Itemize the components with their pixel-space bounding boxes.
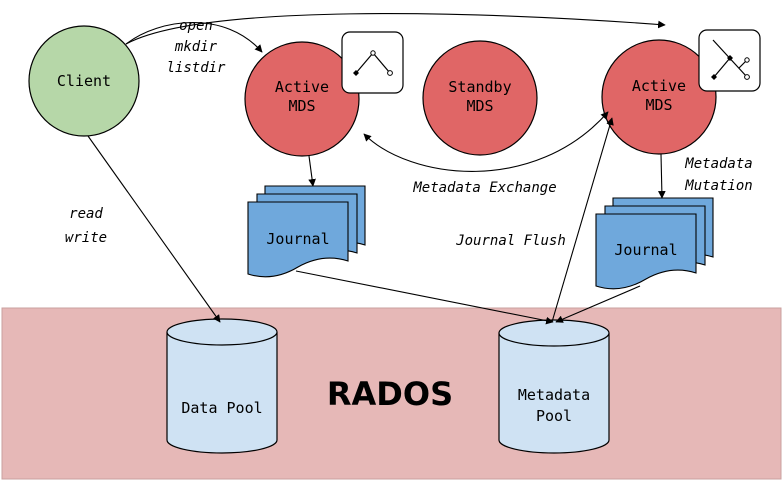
arrow-journal-left-to-metadata-pool [295, 270, 554, 325]
client-ops-line2: mkdir [174, 39, 218, 55]
tree-icon-right [698, 29, 761, 92]
tree-icon-left [341, 31, 404, 94]
metadata-exchange-label: Metadata Exchange [412, 180, 556, 196]
arrow-client-to-active-mds-right [125, 13, 666, 45]
connectors [87, 13, 666, 325]
journal-stack-right [595, 197, 714, 290]
rados-label: RADOS [327, 375, 453, 413]
data-pool-cylinder [166, 318, 278, 454]
client-node [28, 25, 140, 137]
data-pool-label: Data Pool [181, 399, 262, 417]
arrow-journal-flush [551, 117, 614, 323]
journal-left-label: Journal [266, 230, 329, 248]
arrow-client-to-active-mds-left [125, 22, 263, 53]
active-mds-right-label-line2: MDS [645, 96, 672, 114]
metadata-pool-cylinder [498, 319, 610, 454]
active-mds-right-label-line1: Active [632, 77, 686, 95]
data-ops-line2: write [65, 230, 107, 246]
metadata-pool-label-line1: Metadata [518, 386, 590, 404]
arrow-journal-right-to-metadata-pool [555, 285, 641, 323]
journal-stack-left [247, 185, 366, 278]
metadata-pool-label-line2: Pool [536, 407, 572, 425]
data-ops-line1: read [69, 206, 103, 222]
client-ops-line1: open [179, 18, 213, 34]
arrow-mds-right-to-journal [657, 153, 666, 199]
active-mds-left-node [244, 41, 360, 157]
active-mds-right-node [601, 39, 717, 155]
metadata-mutation-line2: Mutation [684, 178, 752, 194]
arrow-client-to-data-pool [87, 135, 221, 323]
active-mds-left-label-line2: MDS [288, 97, 315, 115]
journal-flush-label: Journal Flush [455, 233, 566, 249]
arrow-mds-left-to-journal [308, 155, 316, 187]
client-label: Client [57, 72, 111, 90]
standby-mds-label-line2: MDS [466, 97, 493, 115]
standby-mds-label-line1: Standby [448, 78, 511, 96]
active-mds-left-label-line1: Active [275, 78, 329, 96]
metadata-mutation-line1: Metadata [684, 156, 752, 172]
arrow-metadata-exchange [363, 111, 609, 172]
journal-right-label: Journal [614, 241, 677, 259]
rados-band [1, 307, 782, 480]
client-ops-line3: listdir [166, 60, 226, 76]
